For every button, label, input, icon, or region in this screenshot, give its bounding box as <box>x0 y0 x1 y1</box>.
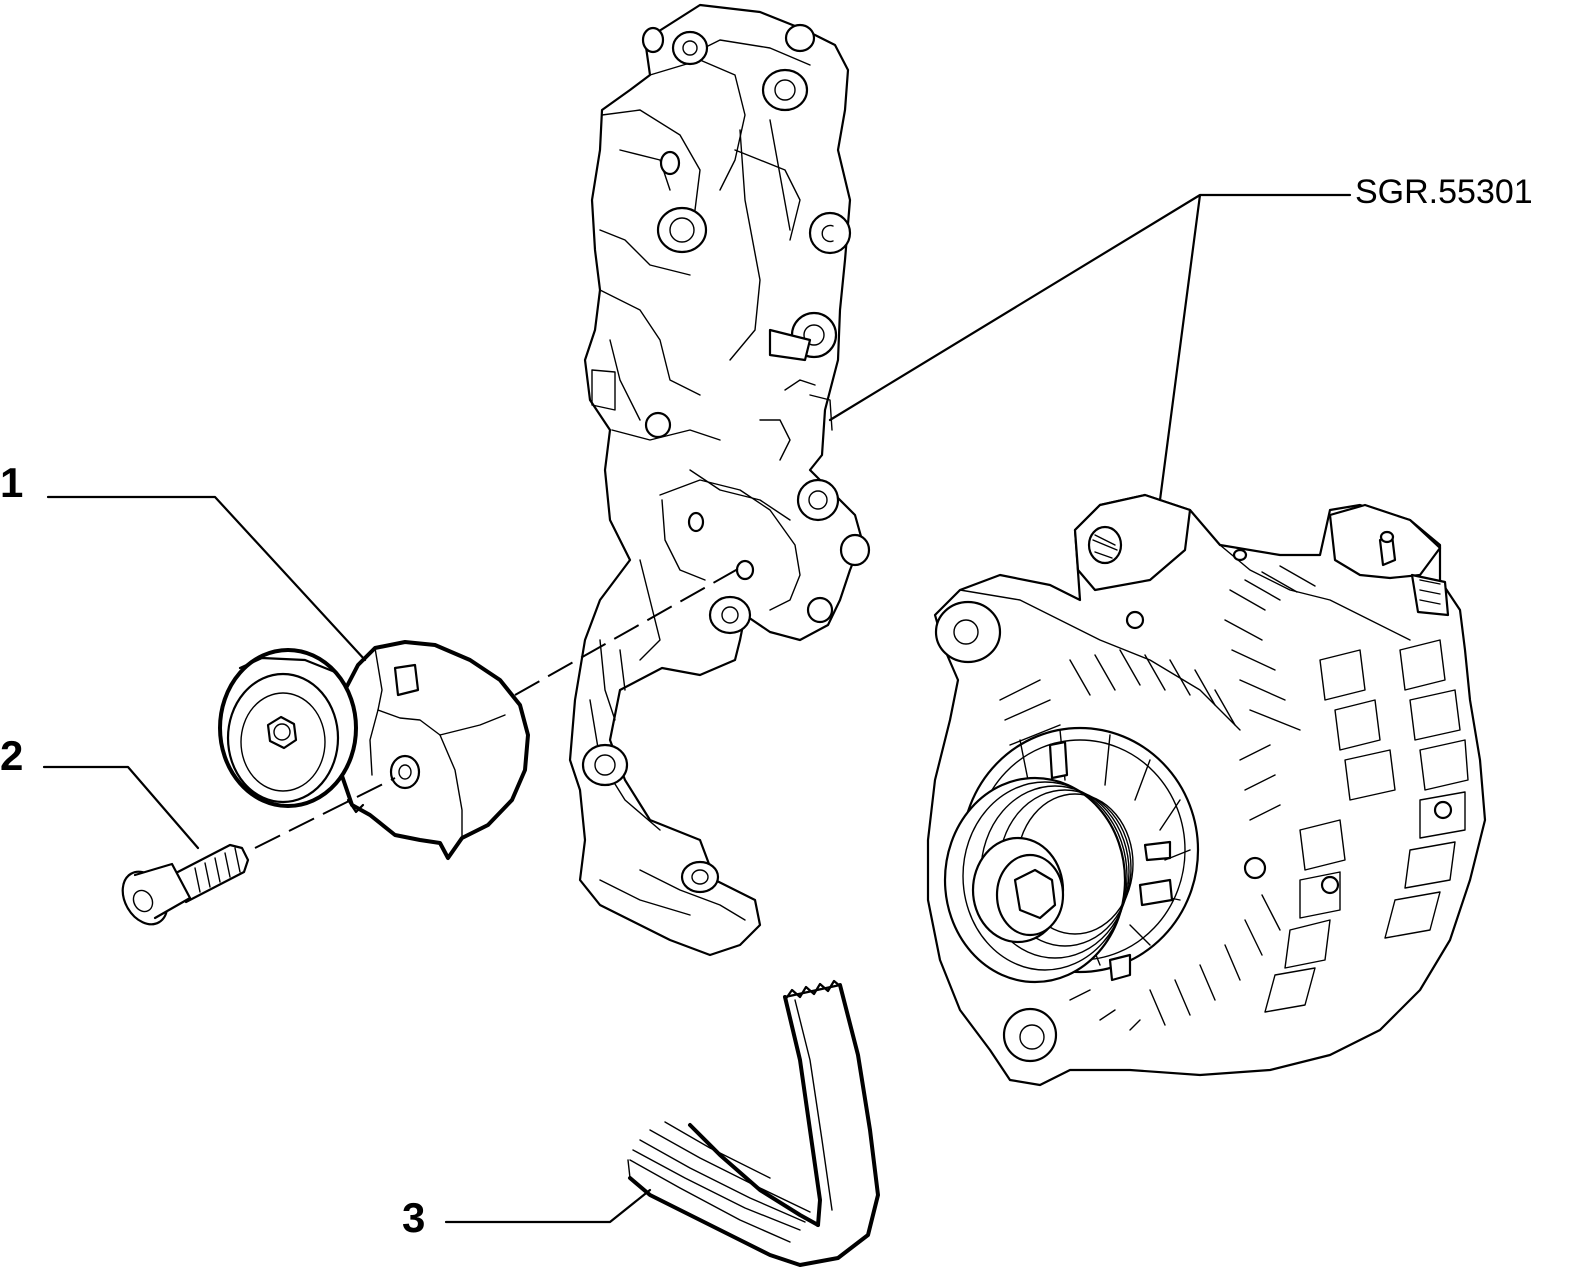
alternator <box>926 493 1487 1087</box>
reference-label: SGR.55301 <box>1355 173 1533 211</box>
assembly-centerline <box>514 564 746 696</box>
callout-3: 3 <box>402 1194 425 1241</box>
leader-2 <box>42 765 200 850</box>
leader-1 <box>46 495 367 662</box>
leader-3 <box>444 1188 652 1224</box>
bolt-centerline <box>254 777 396 849</box>
belt-tensioner <box>218 640 530 860</box>
leader-ref <box>828 193 1352 502</box>
callout-1: 1 <box>0 459 23 506</box>
tensioner-bolt <box>121 843 250 926</box>
leader-lines <box>42 193 1352 1224</box>
callout-2: 2 <box>0 732 23 779</box>
engine-bracket <box>568 3 871 957</box>
poly-v-belt <box>627 979 880 1267</box>
